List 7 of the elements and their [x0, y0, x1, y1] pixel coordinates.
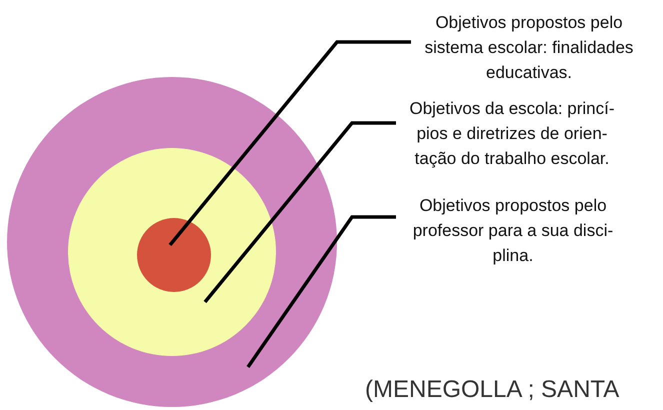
leader-line [168, 40, 411, 246]
leader-line [204, 121, 396, 304]
leader-line [246, 215, 396, 368]
objective-text: Objetivos da escola: princí- pios e diretrizes de orien- tação do trabalho escolar. [408, 98, 616, 170]
objective-text: Objetivos propostos pelo sistema escolar: finalidades educativas. [424, 12, 634, 84]
citation-text: (MENEGOLLA ; SANTA [365, 376, 620, 404]
objective-text: Objetivos propostos pelo professor para a sua disci- plina. [412, 195, 614, 267]
